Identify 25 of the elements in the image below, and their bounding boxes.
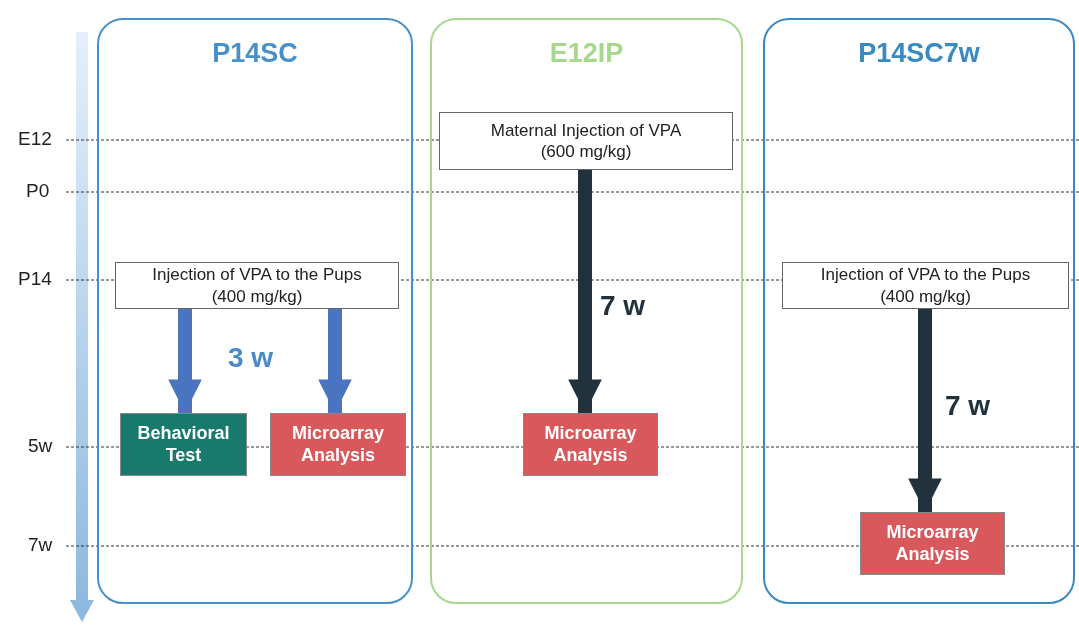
duration-label: 3 w (228, 342, 274, 374)
test-box: Behavioral Test (120, 413, 247, 476)
analysis-box: Microarray Analysis (270, 413, 406, 476)
group-panel (430, 18, 743, 604)
edge-label: 7 w (600, 290, 646, 322)
process-box: Injection of VPA to the Pups (400 mg/kg) (115, 262, 399, 309)
arrow (908, 309, 942, 512)
edge-label: 7 w (945, 390, 991, 422)
panel-title: P14SC (211, 38, 299, 69)
process-box: Injection of VPA to the Pups (400 mg/kg) (782, 262, 1069, 309)
group-panel (97, 18, 413, 604)
process-box: Maternal Injection of VPA (600 mg/kg) (439, 112, 733, 170)
group-panel (763, 18, 1075, 604)
arrow (318, 309, 352, 413)
arrow (168, 309, 202, 413)
panel-title: P14SC7w (857, 38, 981, 69)
arrow (568, 170, 602, 413)
analysis-box: Microarray Analysis (860, 512, 1005, 575)
time-label: 5w (28, 435, 53, 457)
time-label: E12 (18, 128, 52, 150)
time-label: 7w (28, 534, 53, 556)
time-label: P0 (26, 180, 50, 202)
panel-title: E12IP (548, 38, 625, 69)
time-label: P14 (18, 268, 52, 290)
analysis-box: Microarray Analysis (523, 413, 658, 476)
